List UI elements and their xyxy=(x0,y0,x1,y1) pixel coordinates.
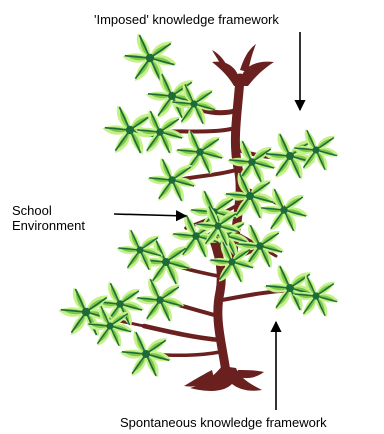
spontaneous-tree xyxy=(58,203,340,391)
school-environment-arrow xyxy=(114,214,186,216)
imposed-tree-roots xyxy=(212,44,274,86)
spontaneous-tree-roots xyxy=(184,366,264,391)
